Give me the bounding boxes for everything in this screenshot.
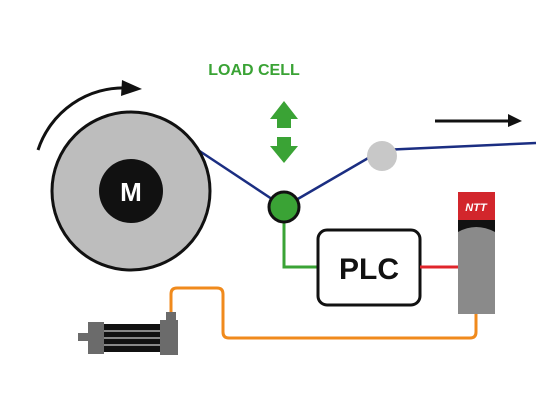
plc-controller: PLC: [316, 228, 422, 307]
load-cell-roller: [267, 190, 301, 224]
load-cell-signal-line: [282, 219, 318, 269]
servo-drive: NTT: [458, 192, 495, 314]
unwind-roll: M: [50, 110, 212, 272]
load-cell-label: LOAD CELL: [208, 62, 300, 79]
up-down-arrow-icon: [270, 101, 298, 163]
right-arrow-icon: [435, 114, 522, 127]
servo-motor-icon: [78, 312, 178, 355]
plc-label: PLC: [339, 253, 399, 286]
feedback-line: [169, 286, 478, 340]
idler-roll: [367, 141, 397, 171]
curved-arrow-icon: [36, 80, 142, 151]
motor-label: M: [120, 177, 142, 207]
web-line: [197, 141, 537, 209]
drive-brand-label: NTT: [465, 202, 488, 214]
